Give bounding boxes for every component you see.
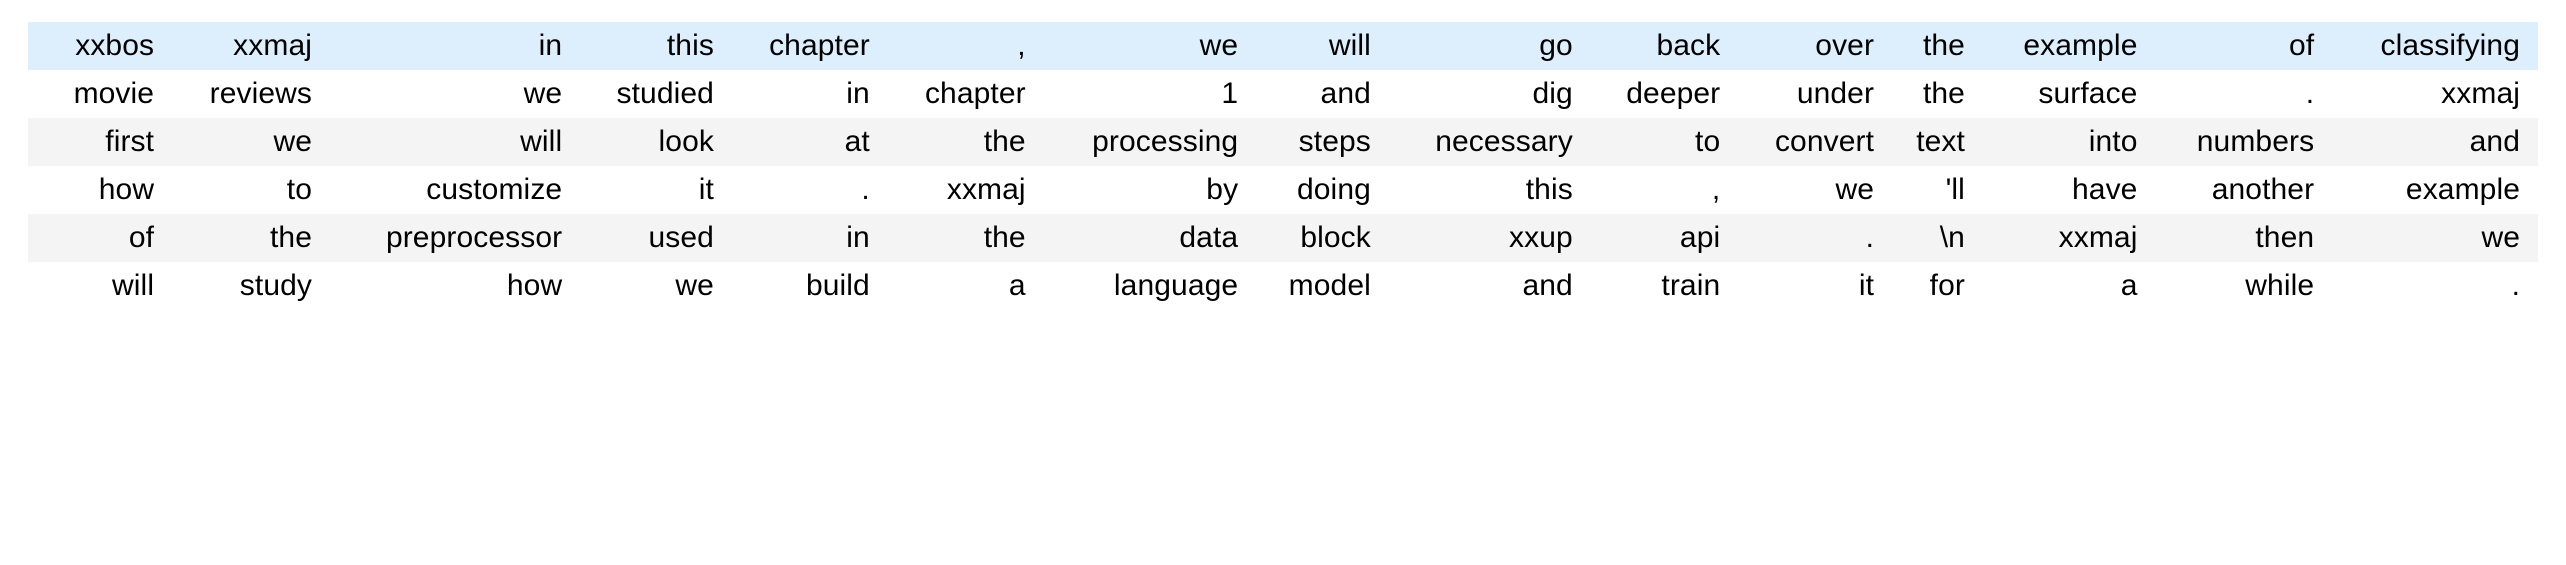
- table-cell: and: [1250, 70, 1383, 118]
- table-cell: movie: [28, 70, 167, 118]
- table-cell: chapter: [881, 70, 1038, 118]
- table-cell: deeper: [1584, 70, 1733, 118]
- table-cell: how: [324, 262, 575, 310]
- table-cell: at: [725, 118, 882, 166]
- table-cell: this: [574, 22, 726, 70]
- table-cell: by: [1037, 166, 1251, 214]
- table-cell: example: [1976, 22, 2150, 70]
- table-cell: model: [1250, 262, 1383, 310]
- table-cell: will: [1250, 22, 1383, 70]
- table-cell: api: [1584, 214, 1733, 262]
- table-cell: to: [1584, 118, 1733, 166]
- table-cell: preprocessor: [324, 214, 575, 262]
- table-cell: 1: [1037, 70, 1251, 118]
- table-cell: it: [1732, 262, 1887, 310]
- table-cell: xxmaj: [881, 166, 1038, 214]
- table-cell: steps: [1250, 118, 1383, 166]
- table-cell: in: [725, 70, 882, 118]
- table-cell: to: [166, 166, 324, 214]
- table-cell: how: [28, 166, 167, 214]
- table-cell: then: [2149, 214, 2327, 262]
- table-cell: study: [166, 262, 324, 310]
- table-cell: and: [2326, 118, 2538, 166]
- table-cell: in: [725, 214, 882, 262]
- table-cell: xxmaj: [1976, 214, 2150, 262]
- table-cell: and: [1382, 262, 1585, 310]
- table-cell: \n: [1886, 214, 1977, 262]
- table-cell: train: [1584, 262, 1733, 310]
- table-cell: we: [1037, 22, 1251, 70]
- table-cell: used: [574, 214, 726, 262]
- table-cell: we: [2326, 214, 2538, 262]
- table-cell: we: [1732, 166, 1887, 214]
- table-cell: we: [574, 262, 726, 310]
- table-cell: text: [1886, 118, 1977, 166]
- table-cell: block: [1250, 214, 1383, 262]
- table-cell: classifying: [2326, 22, 2538, 70]
- table-cell: a: [881, 262, 1038, 310]
- table-cell: the: [881, 214, 1038, 262]
- table-cell: ,: [1584, 166, 1733, 214]
- table-cell: the: [1886, 70, 1977, 118]
- table-cell: data: [1037, 214, 1251, 262]
- table-cell: .: [725, 166, 882, 214]
- table-cell: numbers: [2149, 118, 2327, 166]
- table-cell: processing: [1037, 118, 1251, 166]
- table-cell: customize: [324, 166, 575, 214]
- table-cell: the: [1886, 22, 1977, 70]
- table-cell: go: [1382, 22, 1585, 70]
- table-cell: surface: [1976, 70, 2150, 118]
- table-cell: have: [1976, 166, 2150, 214]
- table-cell: 'll: [1886, 166, 1977, 214]
- table-cell: xxmaj: [166, 22, 324, 70]
- table-cell: we: [324, 70, 575, 118]
- table-cell: this: [1382, 166, 1585, 214]
- table-cell: first: [28, 118, 167, 166]
- table-cell: dig: [1382, 70, 1585, 118]
- table-cell: over: [1732, 22, 1887, 70]
- table-cell: language: [1037, 262, 1251, 310]
- table-cell: of: [2149, 22, 2327, 70]
- table-cell: of: [28, 214, 167, 262]
- table-cell: .: [2149, 70, 2327, 118]
- table-cell: chapter: [725, 22, 882, 70]
- table-cell: a: [1976, 262, 2150, 310]
- table-cell: doing: [1250, 166, 1383, 214]
- table-cell: reviews: [166, 70, 324, 118]
- table-cell: necessary: [1382, 118, 1585, 166]
- table-cell: xxmaj: [2326, 70, 2538, 118]
- table-cell: look: [574, 118, 726, 166]
- table-cell: build: [725, 262, 882, 310]
- table-cell: another: [2149, 166, 2327, 214]
- table-cell: back: [1584, 22, 1733, 70]
- table-cell: xxup: [1382, 214, 1585, 262]
- table-cell: into: [1976, 118, 2150, 166]
- table-cell: ,: [881, 22, 1038, 70]
- table-cell: example: [2326, 166, 2538, 214]
- table-cell: under: [1732, 70, 1887, 118]
- table-cell: for: [1886, 262, 1977, 310]
- table-cell: while: [2149, 262, 2327, 310]
- table-cell: it: [574, 166, 726, 214]
- table-cell: the: [881, 118, 1038, 166]
- table-cell: xxbos: [28, 22, 167, 70]
- table-cell: studied: [574, 70, 726, 118]
- table-cell: the: [166, 214, 324, 262]
- table-cell: we: [166, 118, 324, 166]
- table-cell: in: [324, 22, 575, 70]
- table-cell: .: [2326, 262, 2538, 310]
- table-cell: will: [28, 262, 167, 310]
- table-cell: convert: [1732, 118, 1887, 166]
- table-cell: .: [1732, 214, 1887, 262]
- table-cell: will: [324, 118, 575, 166]
